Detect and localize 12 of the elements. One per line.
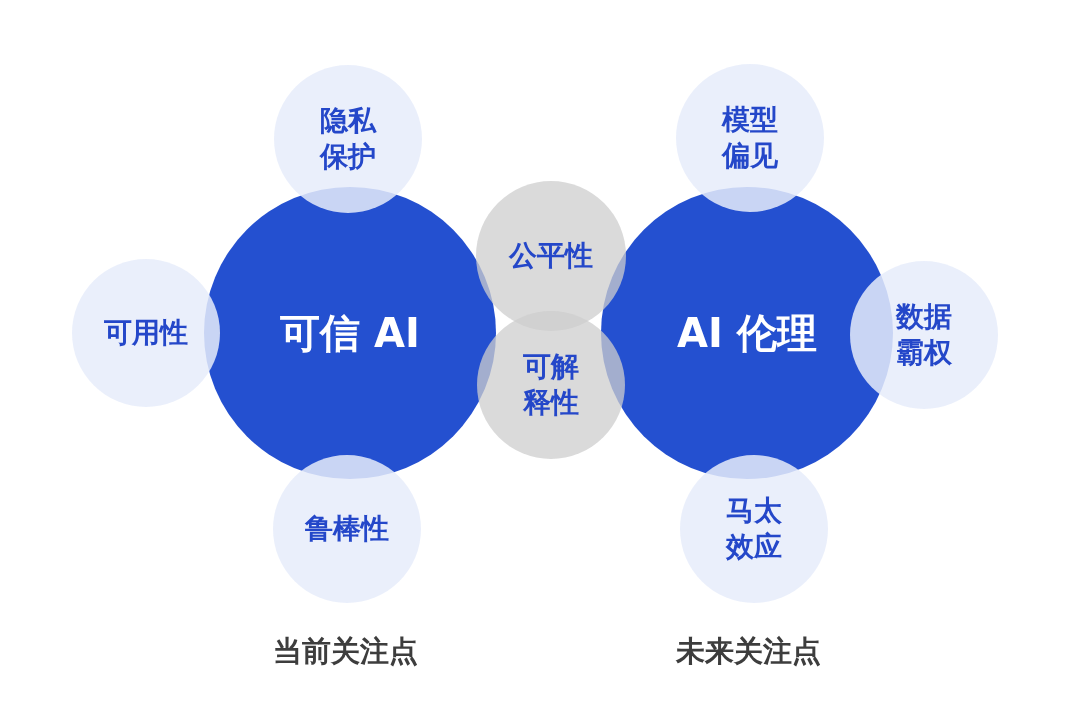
aspect-label: 鲁棒性 xyxy=(304,510,390,547)
aspect-label: 可解释性 xyxy=(522,348,580,421)
group-caption: 当前关注点 xyxy=(272,633,418,669)
aspect-label: 可用性 xyxy=(103,314,189,351)
aspect-label: 数据霸权 xyxy=(894,298,953,371)
topic-label: AI 伦理 xyxy=(677,309,817,358)
aspect-label: 马太效应 xyxy=(725,492,783,565)
group-caption: 未来关注点 xyxy=(675,633,821,669)
topic-label: 可信 AI xyxy=(280,309,420,358)
aspect-label: 模型偏见 xyxy=(720,101,779,174)
aspect-label: 公平性 xyxy=(507,237,594,274)
aspect-label: 隐私保护 xyxy=(318,102,378,175)
